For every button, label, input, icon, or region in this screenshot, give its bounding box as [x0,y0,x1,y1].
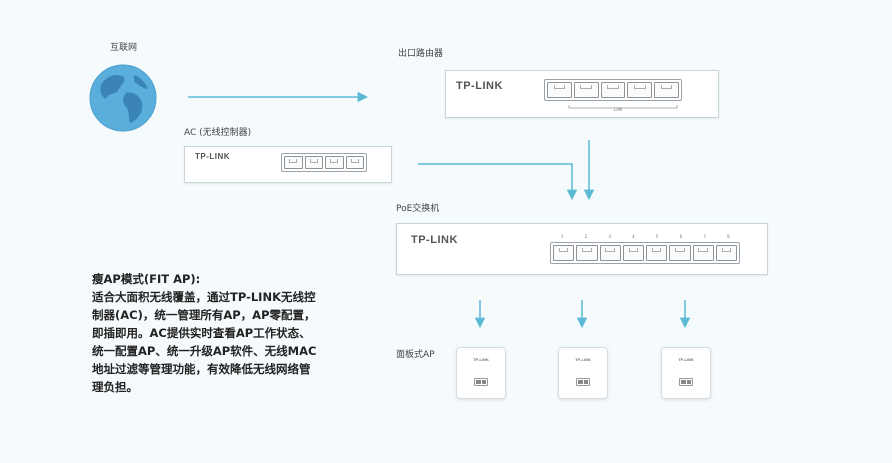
ac-port [345,156,364,169]
switch-port-number: 4 [632,234,635,239]
switch-port [553,245,575,261]
router-label: 出口路由器 [398,49,444,59]
switch-port [646,245,668,261]
panel-ap-brand: TP-LINK [575,357,591,362]
globe-icon [89,64,157,132]
panel-ap-1: TP-LINK [456,347,506,399]
switch-port-numbers: 1 2 3 4 5 6 7 8 [550,234,740,240]
ethernet-socket-icon [679,378,693,386]
switch-port-number: 6 [679,234,683,239]
poe-switch-label: PoE交换机 [396,204,440,214]
fit-ap-description: 瘦AP模式(FIT AP): 适合大面积无线覆盖，通过TP-LINK无线控 制器… [92,270,342,396]
panel-ap-3: TP-LINK [661,347,711,399]
panel-ap-2: TP-LINK [558,347,608,399]
ac-brand: TP-LINK [195,152,231,161]
router-port [573,82,599,98]
ac-port [325,156,344,169]
switch-brand: TP-LINK [411,234,458,246]
router-port [547,82,572,98]
switch-port [669,245,691,261]
ac-ports [281,153,367,172]
description-line: 理负担。 [92,380,138,394]
ac-device: TP-LINK [184,146,392,183]
ethernet-socket-icon [474,378,488,386]
switch-port [692,245,714,261]
router-device: TP-LINK LAN [445,70,719,118]
switch-port-number: 8 [727,234,730,239]
switch-port-number: 1 [560,234,564,239]
switch-ports [550,242,740,264]
arrow-ac-to-switch [418,163,578,201]
description-line: 制器(AC)，统一管理所有AP，AP零配置， [92,308,316,322]
switch-port-number: 2 [584,234,588,239]
ac-label: AC (无线控制器) [184,128,252,138]
router-ports [544,79,682,101]
description-title: 瘦AP模式(FIT AP): [92,272,201,286]
description-line: 统一配置AP、统一升级AP软件、无线MAC [92,344,317,358]
poe-switch-device: TP-LINK 1 2 3 4 5 6 7 8 [396,223,768,275]
switch-port-number: 5 [655,234,659,239]
router-port [627,82,653,98]
switch-port-number: 3 [608,234,611,239]
router-port [600,82,626,98]
router-brand: TP-LINK [456,80,503,92]
ac-port [304,156,323,169]
ac-port [284,156,303,169]
panel-ap-brand: TP-LINK [473,357,489,362]
panel-ap-brand: TP-LINK [678,357,694,362]
lan-bracket [568,105,678,109]
switch-port [622,245,644,261]
description-line: 适合大面积无线覆盖，通过TP-LINK无线控 [92,290,316,304]
switch-port [599,245,621,261]
switch-port [715,245,737,261]
ethernet-socket-icon [576,378,590,386]
lan-label: LAN [614,107,623,112]
switch-port [576,245,598,261]
router-port [654,82,679,98]
description-line: 地址过滤等管理功能，有效降低无线网络管 [92,362,311,376]
internet-label: 互联网 [110,43,138,53]
panel-ap-label: 面板式AP [396,350,435,360]
description-line: 即插即用。AC提供实时查看AP工作状态、 [92,326,311,340]
switch-port-number: 7 [703,234,706,239]
